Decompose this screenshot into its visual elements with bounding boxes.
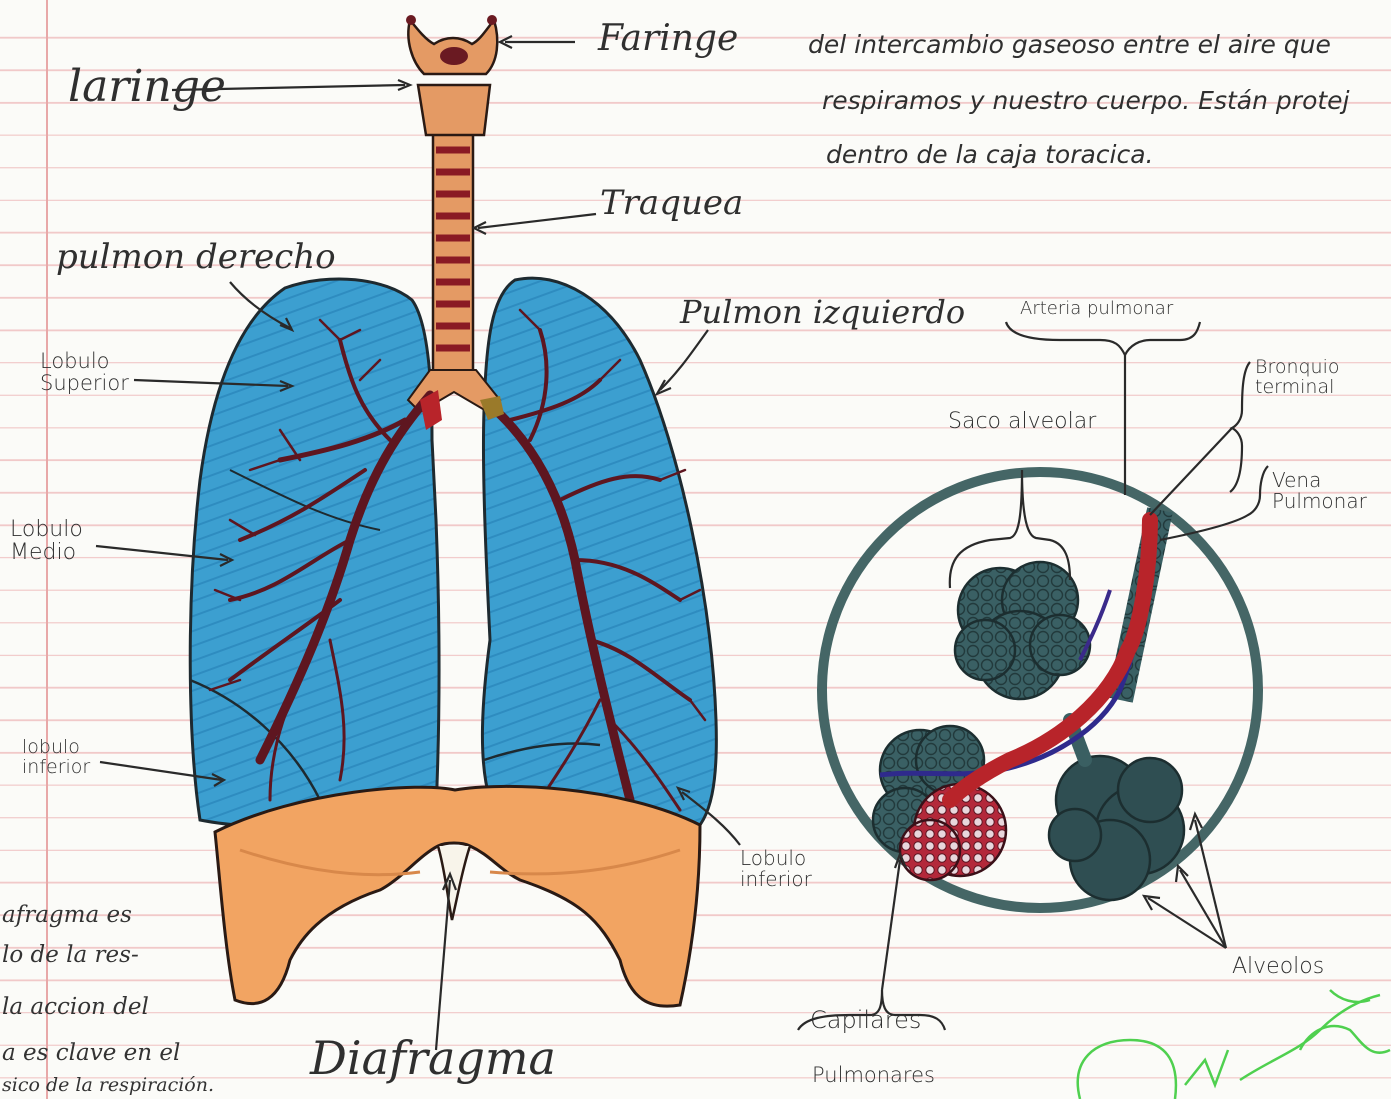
pharynx [408, 20, 497, 74]
trachea [433, 120, 473, 380]
side-text-line-3: la accion del [2, 994, 149, 1020]
alveolos-right [1049, 756, 1184, 900]
side-text-line-1: afragma es [2, 902, 132, 928]
label-diafragma: Diafragma [310, 1034, 556, 1082]
right-lung [190, 279, 439, 827]
side-text-line-4: a es clave en el [2, 1040, 180, 1066]
label-traquea: Traquea [600, 186, 743, 222]
signature [1078, 990, 1390, 1099]
side-text-line-5: sico de la respiración. [2, 1074, 214, 1096]
label-pulmon-izquierdo: Pulmon izquierdo [680, 296, 965, 330]
side-text-line-2: lo de la res- [2, 942, 139, 968]
label-capilares: Capilares [810, 1008, 921, 1033]
label-faringe: Faringe [598, 20, 738, 58]
label-pulmonares: Pulmonares [812, 1064, 935, 1086]
label-alveolos: Alveolos [1232, 955, 1324, 978]
saco-alveolar-top [955, 562, 1090, 699]
label-laringe: laringe [68, 64, 226, 110]
label-arteria-pulmonar: Arteria pulmonar [1020, 300, 1173, 319]
label-pulmon-derecho: pulmon derecho [56, 240, 336, 276]
label-saco-alveolar: Saco alveolar [948, 410, 1096, 433]
left-lung [482, 278, 716, 836]
larynx [418, 85, 490, 135]
